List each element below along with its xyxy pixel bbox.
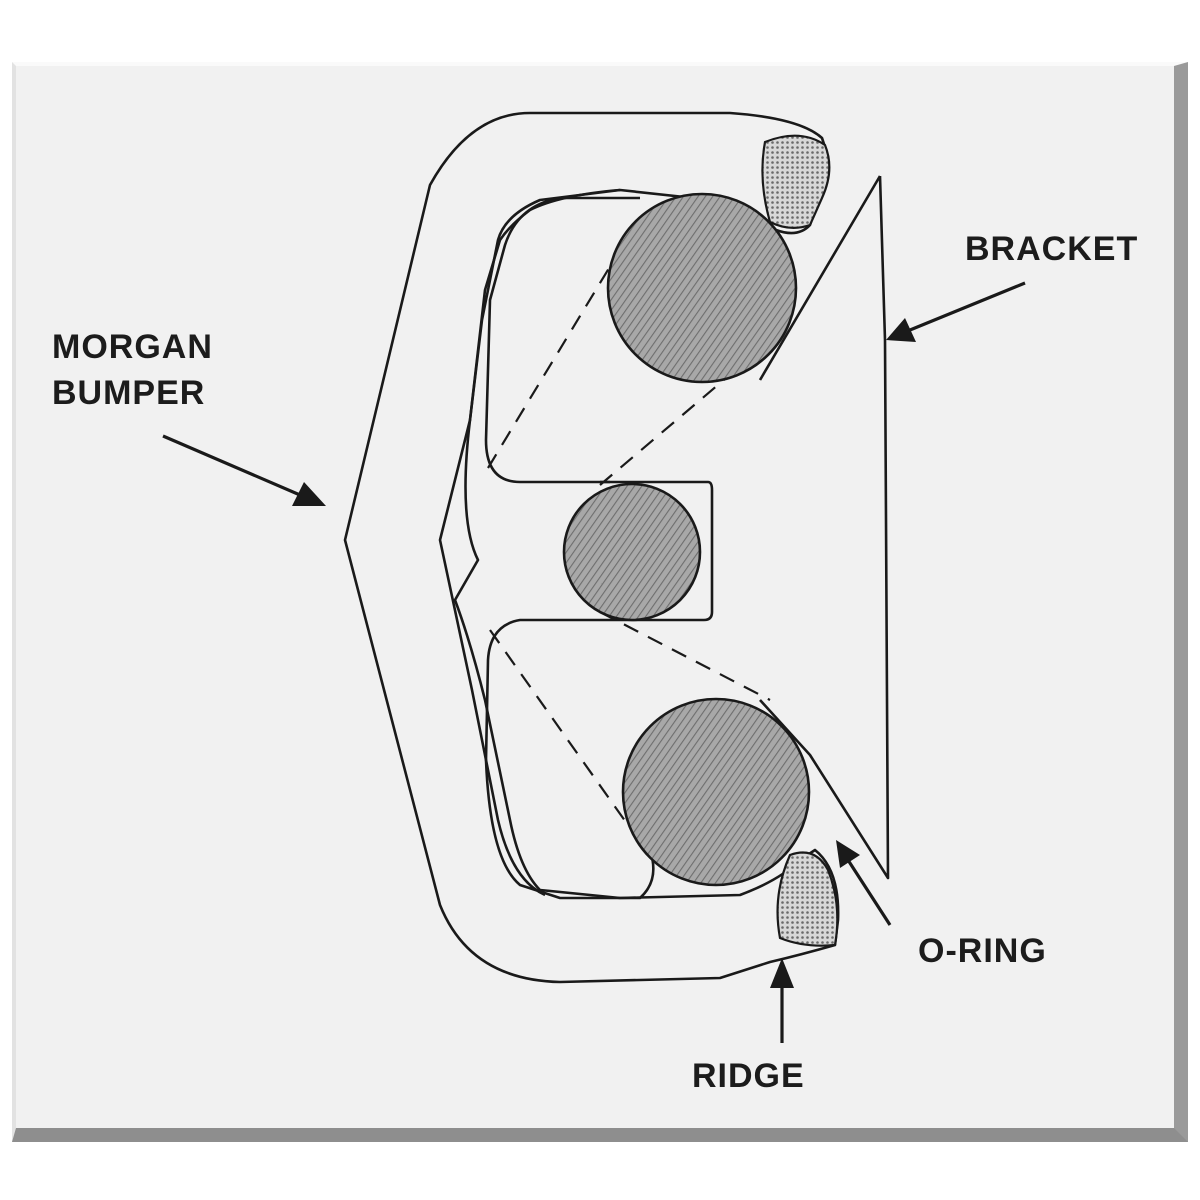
bracket xyxy=(758,175,890,880)
dashed-guide-4 xyxy=(489,629,636,836)
center-slot xyxy=(600,480,714,622)
morgan-bumper-outer xyxy=(343,111,840,984)
label-o-ring: O-RING xyxy=(918,932,1047,970)
o-ring-bottom xyxy=(621,697,811,887)
dashed-guide-1 xyxy=(487,249,621,469)
label-bumper: BUMPER xyxy=(52,374,206,412)
arrow-ridge xyxy=(770,958,794,1043)
label-ridge: RIDGE xyxy=(692,1057,805,1095)
dashed-guide-2 xyxy=(599,344,766,486)
label-bracket: BRACKET xyxy=(965,230,1139,268)
upper-cavity xyxy=(484,196,640,484)
o-ring-top xyxy=(606,192,798,384)
arrow-morgan-bumper xyxy=(162,434,326,506)
arrow-bracket xyxy=(886,281,1026,342)
ridge-top xyxy=(761,134,831,229)
ridge-bottom xyxy=(776,851,839,947)
o-ring-center xyxy=(562,482,702,622)
arrow-o-ring xyxy=(836,840,892,926)
label-morgan: MORGAN xyxy=(52,328,213,366)
dashed-guide-3 xyxy=(599,611,771,701)
morgan-bumper-inner xyxy=(438,188,621,897)
lower-cavity xyxy=(484,618,655,900)
